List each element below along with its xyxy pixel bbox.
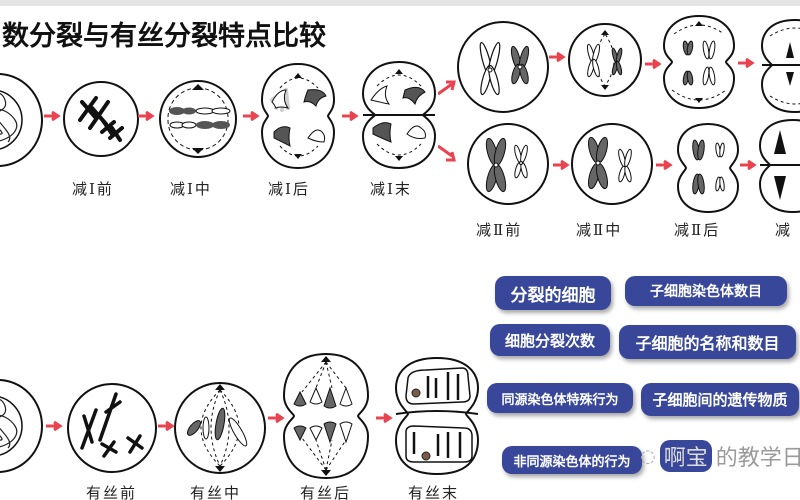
arrow-icon — [740, 160, 757, 170]
meiosis-metaphase2-cell-a — [567, 22, 643, 98]
meiosis-metaphase2-cell-b — [570, 122, 654, 206]
meiosis-prophase2-cell-b — [466, 122, 550, 206]
arrow-icon — [44, 111, 61, 121]
daughter-cell-name-count-button[interactable]: 子细胞的名称和数目 — [619, 325, 796, 359]
stage-label: 减Ⅰ后 — [268, 180, 310, 198]
stage-label: 减Ⅰ前 — [72, 180, 114, 198]
mitosis-interphase-cell — [0, 376, 45, 476]
top-bar — [0, 0, 800, 6]
mitosis-anaphase-cell — [280, 352, 372, 480]
nonhomologous-behavior-button[interactable]: 非同源染色体的行为 — [502, 446, 642, 474]
arrow-icon — [549, 52, 566, 62]
watermark: ◌ 啊宝 的教学日 — [640, 440, 800, 472]
meiosis-anaphase2-cell-a — [662, 14, 736, 110]
stage-label: 减 — [775, 221, 793, 239]
arrow-icon — [138, 111, 155, 121]
homologous-behavior-button[interactable]: 同源染色体特殊行为 — [487, 383, 633, 413]
meiosis-prophase2-cell-a — [456, 20, 550, 114]
meiosis-anaphase1-cell — [260, 62, 336, 170]
meiosis-telophase1-cell — [361, 60, 437, 170]
watermark-pill: 啊宝 — [659, 440, 712, 472]
stage-label: 有丝后 — [300, 484, 352, 500]
stage-label: 有丝前 — [86, 484, 138, 500]
arrow-icon — [158, 421, 175, 431]
watermark-text: 的教学日 — [715, 446, 800, 471]
stage-label: 减Ⅱ中 — [576, 221, 623, 239]
arrow-icon — [342, 111, 359, 121]
stage-label: 减Ⅰ末 — [370, 180, 412, 198]
meiosis-anaphase2-cell-b — [674, 122, 742, 214]
stage-label: 减Ⅱ前 — [476, 221, 523, 239]
page-title: 数分裂与有丝分裂特点比较 — [2, 21, 326, 52]
dividing-cell-button[interactable]: 分裂的细胞 — [495, 276, 611, 310]
arrow-icon — [46, 421, 63, 431]
stage-label: 有丝中 — [190, 484, 242, 500]
stage-label: 减Ⅱ后 — [674, 221, 721, 239]
meiosis-interphase-cell — [0, 70, 45, 170]
daughter-genetic-material-button[interactable]: 子细胞间的遗传物质 — [641, 383, 799, 416]
arrow-icon — [553, 160, 570, 170]
arrow-icon — [645, 59, 662, 69]
stage-label: 有丝末 — [408, 484, 460, 500]
division-count-button[interactable]: 细胞分裂次数 — [490, 324, 610, 356]
wechat-icon: ◌ — [640, 445, 656, 467]
arrow-icon — [268, 413, 285, 423]
meiosis-prophase1-cell — [62, 80, 140, 158]
stage-label: 减Ⅰ中 — [170, 180, 212, 198]
arrow-icon — [438, 144, 456, 162]
mitosis-telophase-cell — [392, 356, 482, 476]
mitosis-metaphase-cell — [172, 380, 268, 476]
meiosis-telophase2-cell-b — [758, 118, 800, 214]
arrow-icon — [243, 111, 260, 121]
arrow-icon — [376, 413, 393, 423]
arrow-icon — [438, 80, 456, 96]
meiosis-metaphase1-cell — [155, 80, 241, 158]
arrow-icon — [656, 160, 673, 170]
daughter-chromosome-count-button[interactable]: 子细胞染色体数目 — [625, 276, 787, 306]
arrow-icon — [738, 58, 755, 68]
mitosis-prophase-cell — [64, 382, 160, 474]
meiosis-telophase2-cell-a — [760, 18, 800, 114]
